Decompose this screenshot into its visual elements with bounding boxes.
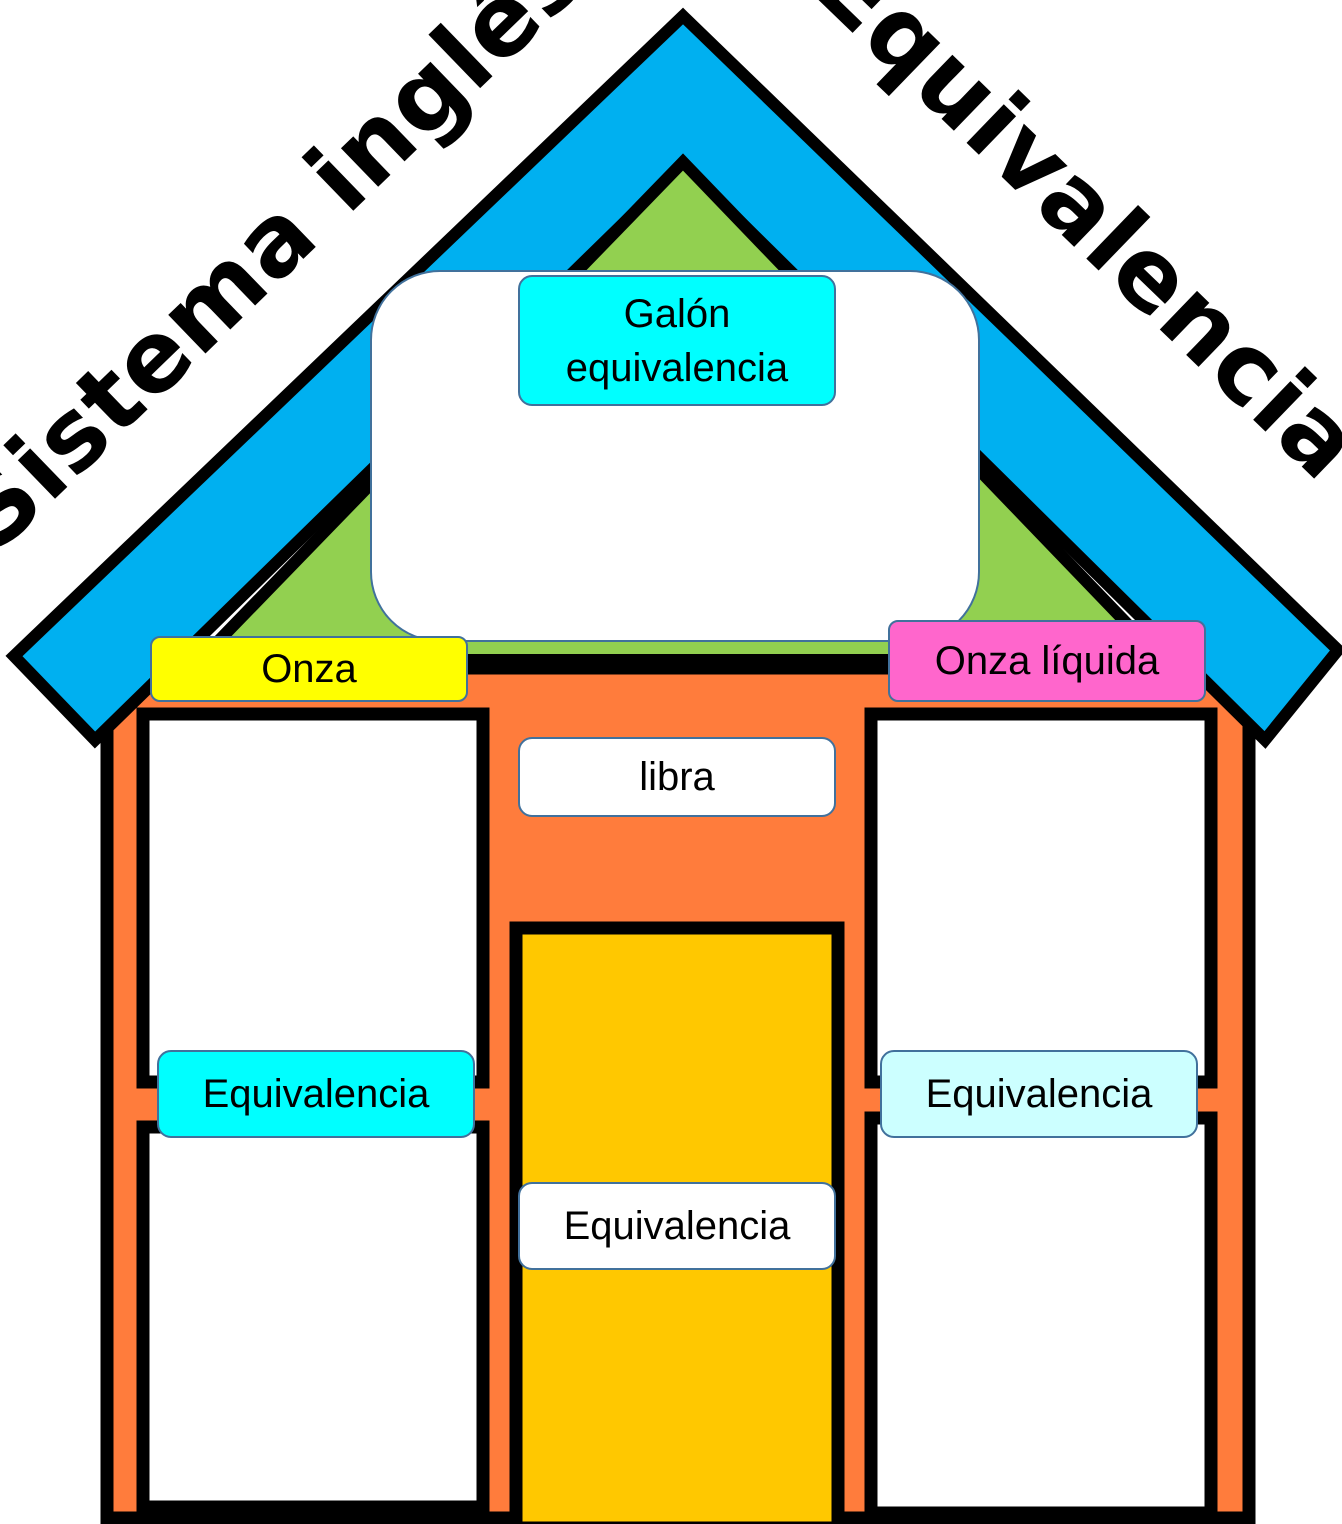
window-left-bottom [136, 1120, 490, 1514]
libra-label[interactable]: libra [518, 737, 836, 817]
onza-label[interactable]: Onza [150, 636, 468, 702]
equivalencia-left-label[interactable]: Equivalencia [157, 1050, 475, 1138]
equivalencia-center-label[interactable]: Equivalencia [518, 1182, 836, 1270]
window-left-top [136, 707, 490, 1089]
window-right-bottom [864, 1111, 1218, 1520]
galon-label[interactable]: Galón equivalencia [518, 275, 836, 406]
equivalencia-right-label[interactable]: Equivalencia [880, 1050, 1198, 1138]
window-right-top [864, 707, 1218, 1089]
onza-liquida-label[interactable]: Onza líquida [888, 620, 1206, 702]
